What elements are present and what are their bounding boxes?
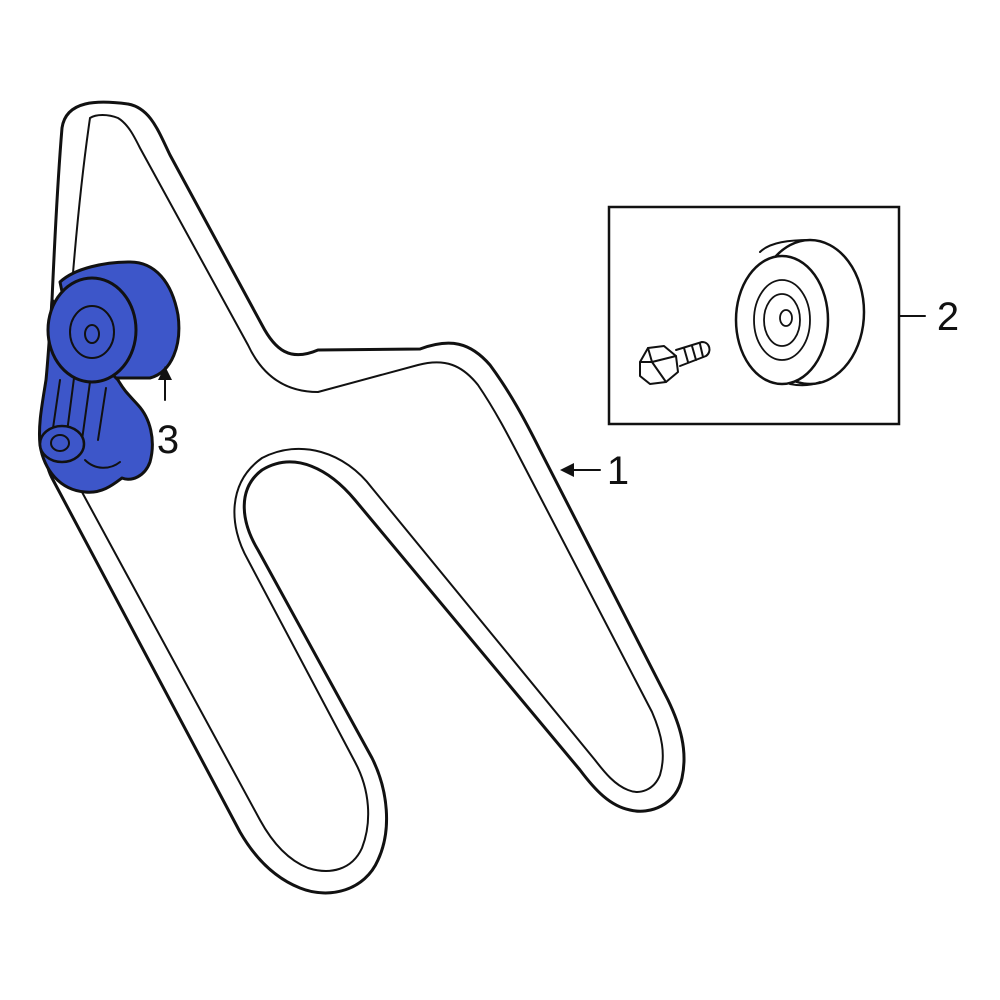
callout-label-3: 3	[157, 418, 179, 462]
tensioner-pulley-bolt	[84, 324, 100, 344]
callout-2: 2	[898, 295, 959, 339]
callout-3: 3	[157, 366, 179, 462]
serpentine-belt[interactable]	[42, 100, 686, 895]
callout-label-2: 2	[937, 295, 959, 339]
idler-bolt	[639, 341, 711, 385]
idler-pulley	[734, 238, 866, 387]
belt-tensioner[interactable]	[37, 260, 181, 494]
callout-label-1: 1	[607, 449, 629, 493]
idler-pulley-kit[interactable]	[607, 205, 901, 426]
tensioner-mount-hub	[38, 424, 86, 464]
callout-1: 1	[560, 449, 629, 493]
